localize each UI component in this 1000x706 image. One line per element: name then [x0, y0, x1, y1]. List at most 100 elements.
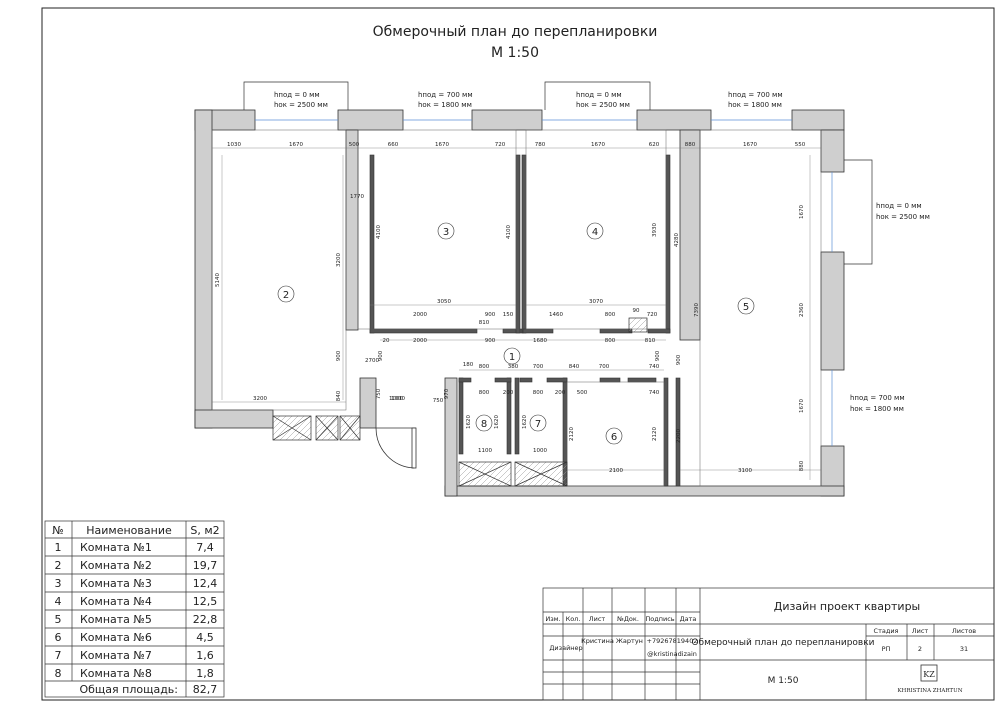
dim-r4-800: 800: [605, 312, 616, 318]
table-row-name: Комната №5: [80, 613, 152, 626]
dim-r5-1670-a: 1670: [799, 205, 805, 219]
dim-corr-970: 970: [444, 388, 450, 399]
dim-r4-90: 90: [633, 308, 640, 314]
window-4-hpod: hпод = 700 мм: [728, 91, 783, 99]
dim-r3-height: 4100: [376, 225, 382, 239]
dim-r2-width: 3200: [253, 396, 267, 402]
dim-r5-1670-b: 1670: [799, 399, 805, 413]
dim-top-5: 1670: [435, 142, 449, 148]
dim-s-1620-c: 1620: [522, 415, 528, 429]
title-block-text: Изм. Кол. Лист №Док. Подпись Дата Дизайн…: [545, 600, 976, 694]
window-1-hpod: hпод = 0 мм: [274, 91, 320, 99]
dim-r2-height: 5140: [215, 273, 221, 287]
dim-s-2100: 2100: [609, 468, 623, 474]
sheet-frame: [41, 7, 995, 701]
dim-s-1620-b: 1620: [494, 415, 500, 429]
dim-r4-1680: 1680: [533, 338, 547, 344]
plan-title: Обмерочный план до перепланировки: [373, 24, 658, 40]
dim-corr-750-b: 750: [433, 398, 444, 404]
table-row-area: 1,6: [196, 649, 214, 662]
dim-s-1000: 1000: [533, 448, 547, 454]
table-row-num: 7: [55, 649, 62, 662]
table-row-name: Комната №6: [80, 631, 152, 644]
dim-top-4: 660: [388, 142, 399, 148]
window-2-hok: hок = 1800 мм: [418, 101, 472, 109]
title-block: [542, 587, 995, 701]
svg-text:KZ: KZ: [923, 670, 935, 679]
window-labels: hпод = 0 мм hок = 2500 мм hпод = 700 мм …: [274, 91, 930, 413]
dim-corr-750-a: 750: [376, 388, 382, 399]
dim-840: 840: [336, 390, 342, 401]
dim-s-1620-a: 1620: [466, 415, 472, 429]
storage-boxes: [272, 317, 648, 487]
stamp-list-header: Лист: [912, 627, 929, 635]
designer-logo: KZ KHRISTINA ZHARTUN: [897, 664, 963, 694]
table-row-num: 6: [55, 631, 62, 644]
stamp-lists-header: Листов: [952, 627, 976, 635]
dim-r5-2200: 2200: [676, 429, 682, 443]
window-1-hok: hок = 2500 мм: [274, 101, 328, 109]
table-row-num: 1: [55, 541, 62, 554]
table-row-area: 1,8: [196, 667, 214, 680]
stamp-lists: 31: [960, 645, 968, 653]
stamp-instagram: @kristinadizain: [647, 650, 697, 658]
room-2-label: 2: [283, 290, 289, 301]
dim-r5-7390: 7390: [694, 303, 700, 317]
table-row-area: 7,4: [196, 541, 214, 554]
stamp-list: 2: [918, 645, 922, 653]
dim-top-12: 550: [795, 142, 806, 148]
table-row-num: 8: [55, 667, 62, 680]
dim-corr-200-b: 200: [555, 390, 566, 396]
stamp-stage-header: Стадия: [874, 627, 899, 635]
window-3-hpod: hпод = 0 мм: [576, 91, 622, 99]
dim-1770: 1770: [350, 194, 364, 200]
table-row-name: Комната №4: [80, 595, 152, 608]
windows: [243, 81, 873, 446]
dim-top-2: 1670: [289, 142, 303, 148]
stamp-col-sign: Подпись: [645, 615, 674, 623]
dim-corr-900-a: 900: [378, 350, 384, 361]
dim-corr-800-b: 800: [533, 390, 544, 396]
room-6-label: 6: [611, 432, 617, 443]
dim-3200-v: 3200: [336, 253, 342, 267]
stamp-col-list: Лист: [589, 615, 606, 623]
table-row-area: 12,4: [193, 577, 218, 590]
window-3-hok: hок = 2500 мм: [576, 101, 630, 109]
table-row-name: Комната №8: [80, 667, 152, 680]
table-row-name: Комната №2: [80, 559, 152, 572]
dim-s-1100: 1100: [478, 448, 492, 454]
dim-r4-810: 810: [645, 338, 656, 344]
dim-r3-900-b: 900: [485, 338, 496, 344]
window-4-hok: hок = 1800 мм: [728, 101, 782, 109]
table-header-name: Наименование: [86, 524, 172, 537]
dim-top-10: 880: [685, 142, 696, 148]
table-row-name: Комната №7: [80, 649, 152, 662]
dim-corr-800-c: 800: [479, 390, 490, 396]
dim-corr-900-b: 900: [655, 350, 661, 361]
dim-r4-3930: 3930: [652, 223, 658, 237]
room-area-table: [44, 520, 225, 698]
room-5-label: 5: [743, 302, 749, 313]
entrance-door: [375, 427, 417, 469]
window-6-hok: hок = 1800 мм: [850, 405, 904, 413]
dim-top-7: 780: [535, 142, 546, 148]
dim-r3-2000-b: 2000: [413, 338, 427, 344]
window-5-hpod: hпод = 0 мм: [876, 202, 922, 210]
stamp-col-kol: Кол.: [566, 615, 581, 623]
dim-corr-180: 180: [463, 362, 474, 368]
table-row-area: 4,5: [196, 631, 214, 644]
dim-top-9: 620: [649, 142, 660, 148]
dim-s-2120-a: 2120: [569, 427, 575, 441]
room-3-label: 3: [443, 227, 449, 238]
dim-corr-700-a: 700: [533, 364, 544, 370]
dim-r3-2700: 2700: [365, 358, 379, 364]
dim-top-1: 1030: [227, 142, 241, 148]
stamp-stage: РП: [882, 645, 891, 653]
dim-corr-20: 20: [383, 338, 390, 344]
dim-r3-900-a: 900: [485, 312, 496, 318]
room-outlines: [211, 129, 822, 487]
room-area-table-text: № Наименование S, м2 1 Комната №1 7,4 2 …: [52, 524, 219, 696]
dim-corr-700-b: 700: [599, 364, 610, 370]
table-row-num: 5: [55, 613, 62, 626]
